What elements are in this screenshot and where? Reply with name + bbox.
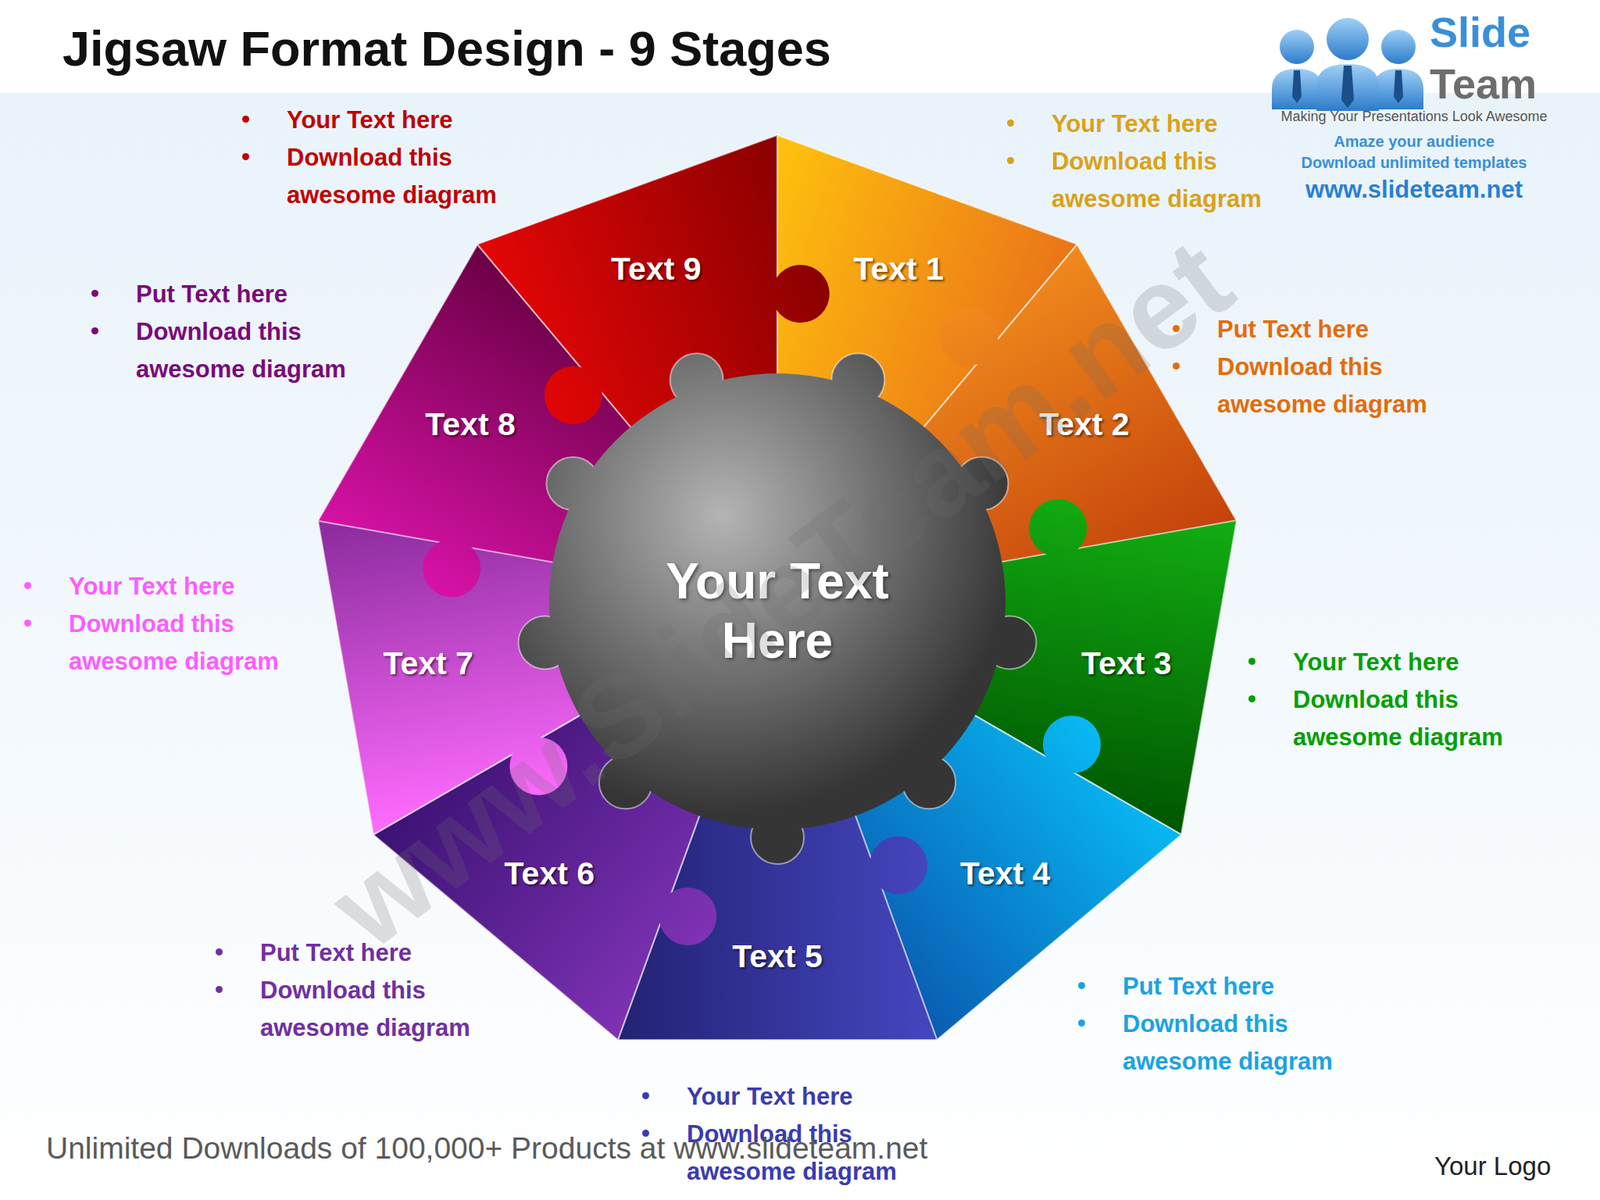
bullet-dot xyxy=(1078,982,1086,990)
puzzle-tab xyxy=(771,264,830,323)
callout-text: Download this awesome diagram xyxy=(260,971,503,1047)
logo-body xyxy=(1316,64,1379,111)
piece-label: Text 1 xyxy=(853,250,943,287)
piece-label: Text 4 xyxy=(960,854,1050,892)
piece-label: Text 5 xyxy=(732,937,822,975)
logo-people xyxy=(1267,12,1428,113)
callout-item: Your Text here xyxy=(24,567,311,606)
bullet-dot xyxy=(24,619,32,627)
logo-tie xyxy=(1393,70,1404,104)
puzzle-tab xyxy=(658,887,717,946)
logo-body xyxy=(1271,68,1322,110)
callout-text: Download this awesome diagram xyxy=(1217,348,1460,424)
watermark: www.SlideTeam.net xyxy=(306,212,1257,975)
logo-tagline: Download unlimited templates xyxy=(1234,153,1594,172)
puzzle-tab xyxy=(869,836,928,895)
callout-item: Download this awesome diagram xyxy=(24,605,311,681)
puzzle-tab xyxy=(509,737,568,796)
logo-placeholder: Your Logo xyxy=(1434,1151,1551,1182)
callout-text: Download this awesome diagram xyxy=(1051,142,1294,218)
logo-body xyxy=(1373,68,1424,110)
piece-label: Text 2 xyxy=(1039,406,1129,443)
center-hub: Your Text Here xyxy=(510,334,1045,869)
piece-label: Text 8 xyxy=(425,406,515,443)
callout-text: Your Text here xyxy=(286,101,529,140)
footer-note: Unlimited Downloads of 100,000+ Products… xyxy=(46,1131,928,1166)
bullet-dot xyxy=(91,289,99,297)
logo-word: Team xyxy=(1429,59,1537,108)
bullet-dot xyxy=(24,582,32,590)
hub-circle xyxy=(549,373,1006,830)
hub-group xyxy=(518,353,1037,865)
callout-text: Download this awesome diagram xyxy=(1122,1005,1365,1081)
logo-word: Slide xyxy=(1429,7,1531,57)
bullet-dot xyxy=(1248,657,1256,665)
bullet-dot xyxy=(1172,325,1180,333)
logo-tagline: Making Your Presentations Look Awesome xyxy=(1234,108,1594,125)
logo-head xyxy=(1279,29,1315,65)
logo-head xyxy=(1381,29,1416,65)
puzzle-tab xyxy=(1028,499,1087,558)
piece-label: Text 9 xyxy=(610,250,701,287)
callout-text: Your Text here xyxy=(686,1078,929,1116)
logo-tie xyxy=(1292,70,1302,104)
hub-label: Your Text Here xyxy=(648,552,907,671)
callout-text: Your Text here xyxy=(1051,105,1294,143)
callout-text: Download this awesome diagram xyxy=(135,313,379,389)
puzzle-tab xyxy=(544,366,603,425)
callout-item: Your Text here xyxy=(642,1078,929,1116)
piece-label: Text 6 xyxy=(504,854,595,892)
callout-text: Your Text here xyxy=(68,567,311,606)
callout-text: Put Text here xyxy=(135,275,379,314)
bullet-dot xyxy=(91,327,99,335)
callout-item: Download this awesome diagram xyxy=(215,971,503,1047)
logo-tagline: Amaze your audience xyxy=(1234,132,1594,151)
logo-tie xyxy=(1341,65,1354,108)
callout-item: Put Text here xyxy=(1078,967,1365,1006)
callout-item: Download this awesome diagram xyxy=(1172,348,1460,424)
slide-title: Jigsaw Format Design - 9 Stages xyxy=(62,20,832,77)
callout-item: Your Text here xyxy=(242,101,529,140)
bullet-dot xyxy=(1248,695,1256,703)
bullet-dot xyxy=(1007,119,1015,127)
logo-url: www.slideteam.net xyxy=(1234,175,1594,204)
callout-text: Download this awesome diagram xyxy=(1292,681,1536,757)
callout-text: Put Text here xyxy=(1122,967,1365,1006)
bullet-dot xyxy=(242,153,250,161)
piece-label: Text 3 xyxy=(1081,644,1172,682)
bullet-dot xyxy=(215,948,223,956)
callout-text: Put Text here xyxy=(260,934,503,972)
callout-item: Download this awesome diagram xyxy=(91,313,379,389)
puzzle-tab xyxy=(422,539,481,597)
bullet-dot xyxy=(215,985,223,993)
bullet-dot xyxy=(242,115,250,123)
callout-item: Your Text here xyxy=(1248,643,1536,682)
callout-item: Put Text here xyxy=(215,934,503,972)
callout-text: Download this awesome diagram xyxy=(286,139,529,215)
puzzle-tab xyxy=(940,307,999,366)
callout-text: Put Text here xyxy=(1217,310,1460,349)
piece-label: Text 7 xyxy=(382,644,473,682)
logo-head xyxy=(1326,17,1369,61)
bullet-dot xyxy=(642,1092,650,1100)
callout-item: Your Text here xyxy=(1007,105,1294,143)
callout-item: Download this awesome diagram xyxy=(1078,1005,1365,1081)
bullet-dot xyxy=(1007,157,1015,165)
bullet-dot xyxy=(1172,362,1180,370)
bullet-dot xyxy=(1078,1019,1086,1027)
callout-item: Download this awesome diagram xyxy=(1007,142,1294,218)
callout-text: Your Text here xyxy=(1292,643,1536,682)
puzzle-tab xyxy=(1042,715,1101,774)
callout-item: Put Text here xyxy=(1172,310,1460,349)
callout-text: Download this awesome diagram xyxy=(68,605,311,681)
callout-item: Download this awesome diagram xyxy=(1248,681,1536,757)
callout-item: Put Text here xyxy=(91,275,379,314)
callout-item: Download this awesome diagram xyxy=(242,139,529,215)
